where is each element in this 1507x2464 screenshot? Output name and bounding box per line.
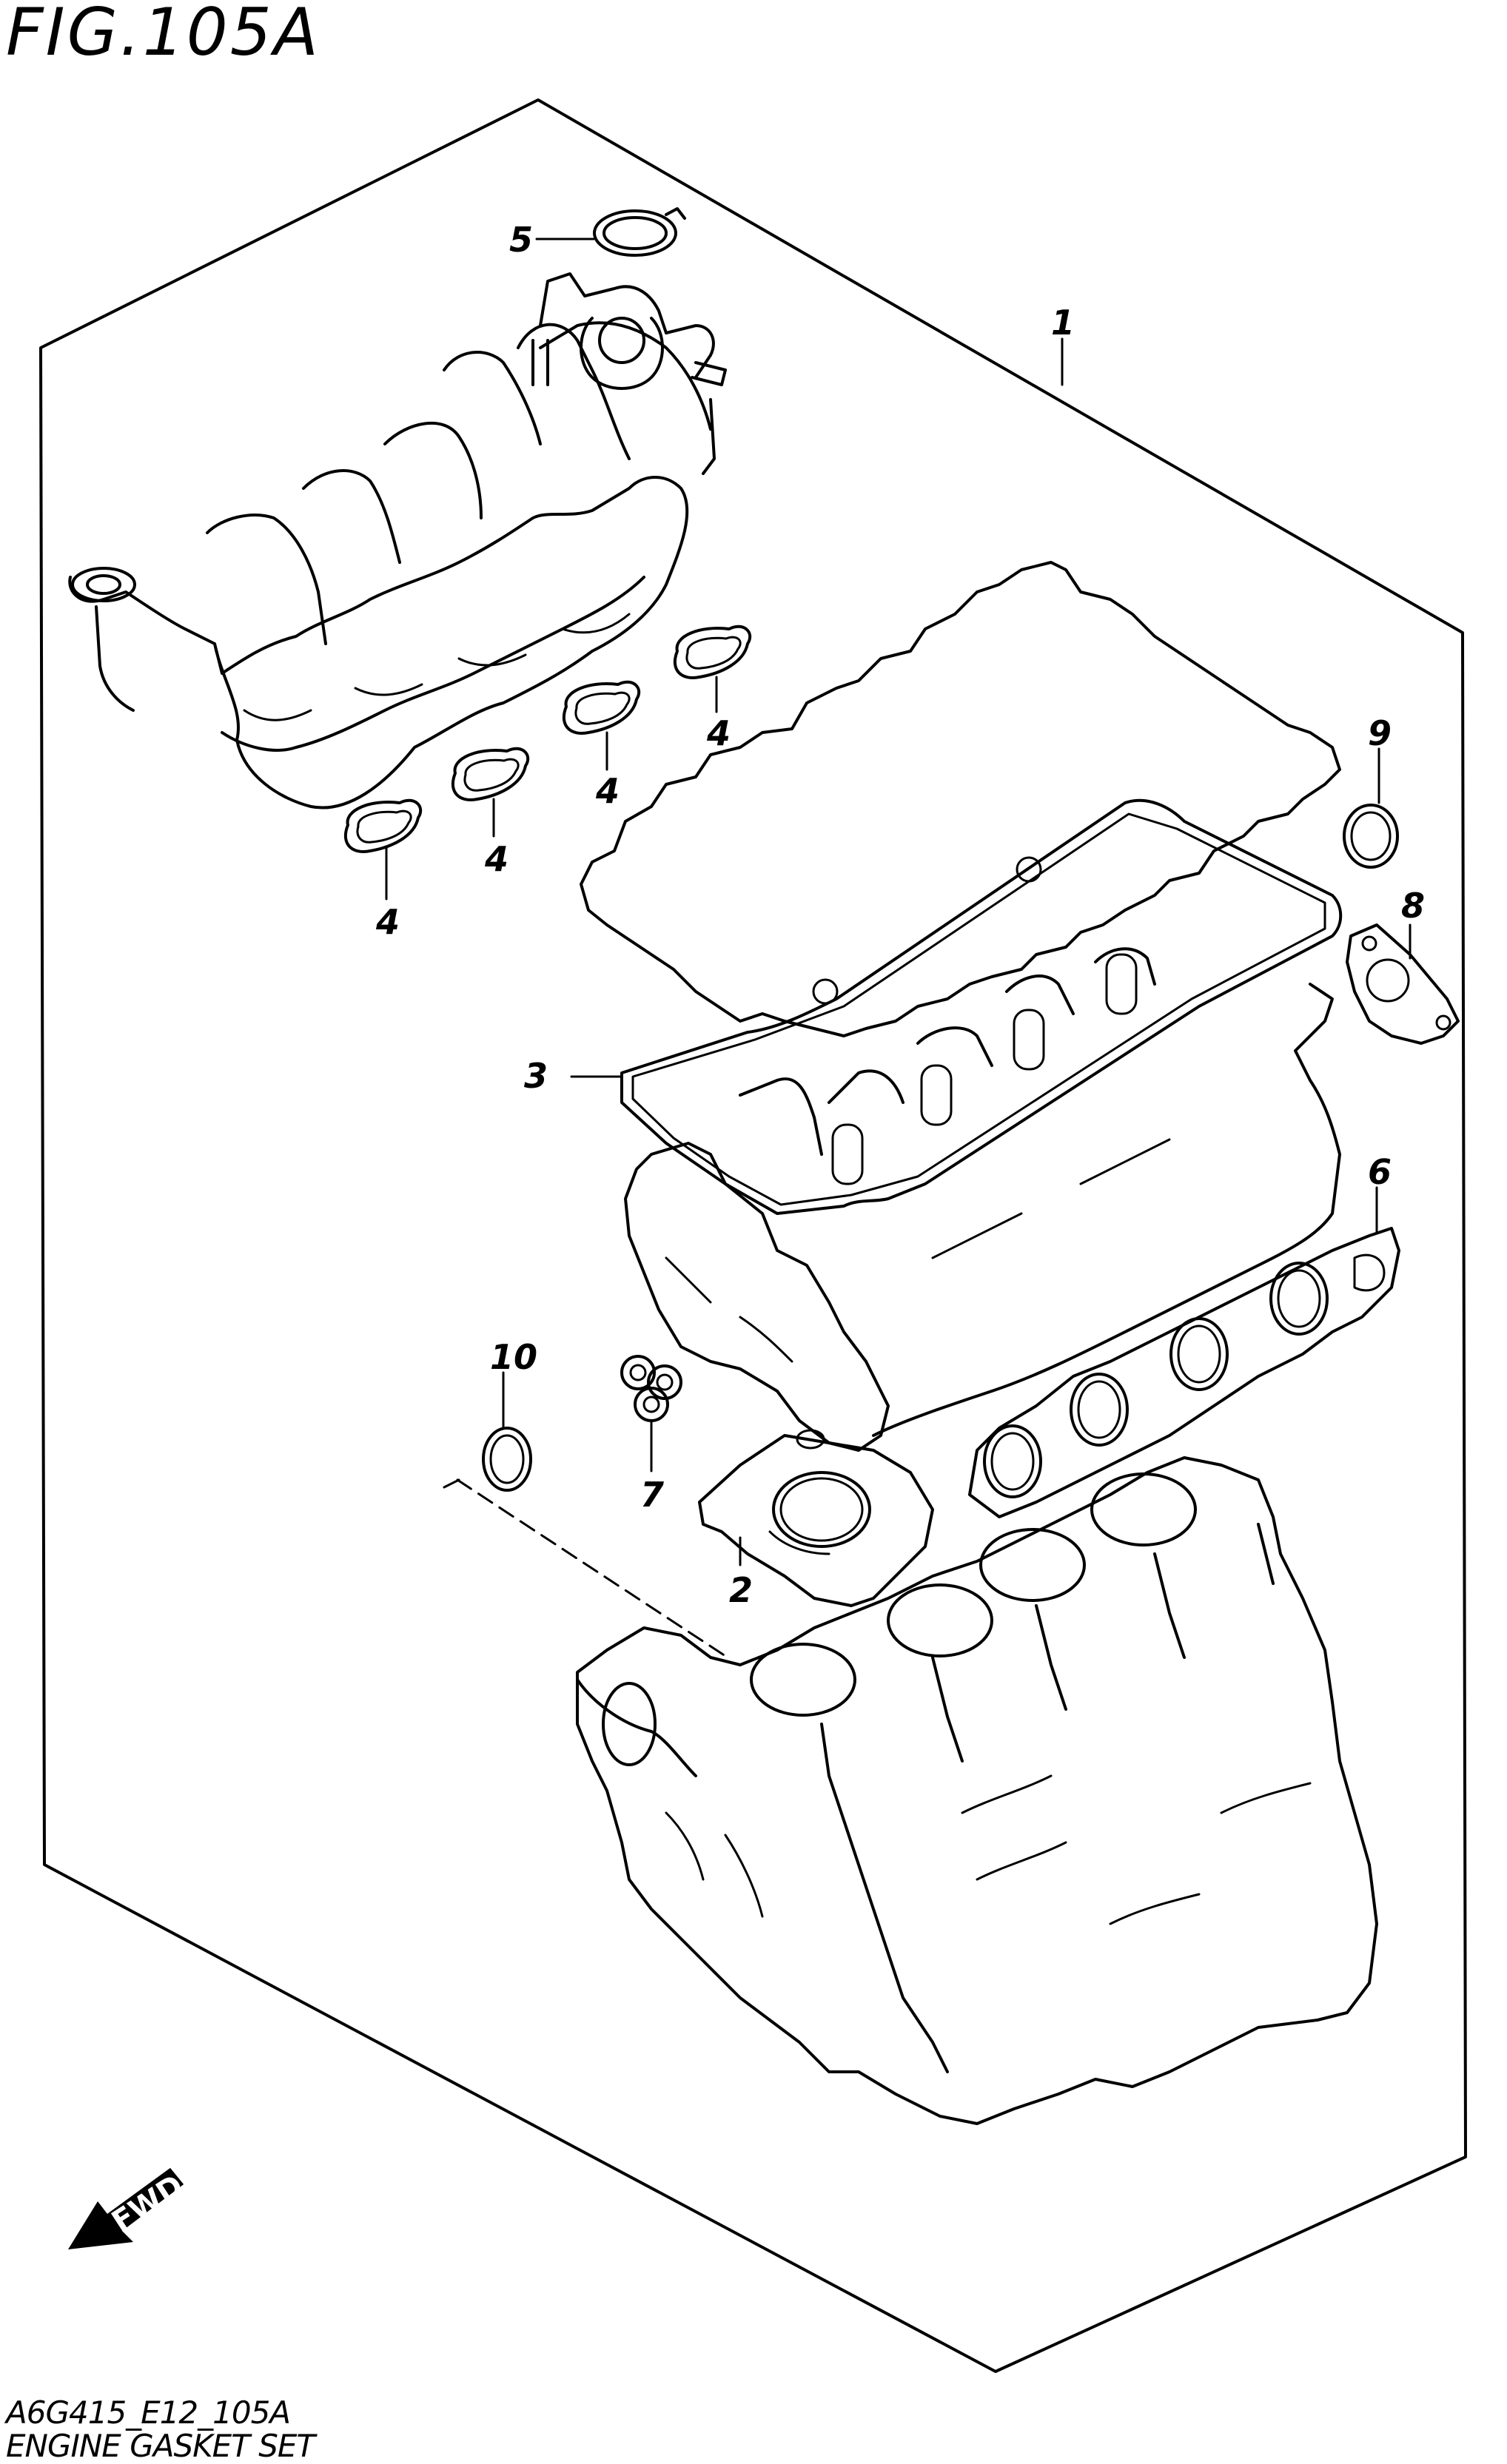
forward-arrow-icon	[68, 2168, 184, 2249]
reference-dashed-line	[456, 1478, 727, 1657]
gasket-set-boundary	[39, 98, 1467, 2373]
intake-port-gaskets	[343, 625, 752, 853]
head-cover-gasket	[620, 798, 1343, 1215]
exhaust-manifold-gasket	[968, 1227, 1400, 1518]
callout-8: 8	[1401, 886, 1425, 926]
callout-9: 9	[1368, 713, 1392, 753]
cylinder-head-drawing	[624, 947, 1341, 1452]
gasket-7	[620, 1355, 682, 1422]
intake-manifold-drawing	[68, 272, 727, 809]
callout-5: 5	[509, 220, 533, 260]
callout-4c: 4	[595, 771, 620, 811]
head-cover-outline	[580, 561, 1341, 1037]
leader-lines	[385, 238, 1412, 1566]
callout-6: 6	[1368, 1152, 1392, 1192]
callout-2: 2	[729, 1570, 753, 1610]
callout-4a: 4	[375, 902, 400, 942]
reference-line-end	[443, 1478, 460, 1489]
cylinder-block-drawing	[576, 1456, 1378, 2125]
cylinder-head-gasket	[698, 1429, 934, 1607]
o-ring-10	[482, 1427, 532, 1492]
throttle-body-gasket	[593, 207, 686, 257]
o-ring-9	[1343, 804, 1399, 869]
water-outlet-gasket	[1346, 923, 1460, 1045]
head-cover-gasket-inner	[631, 812, 1326, 1206]
callout-3: 3	[524, 1056, 548, 1096]
callout-4b: 4	[484, 839, 509, 879]
callout-1: 1	[1051, 303, 1075, 343]
callout-7: 7	[640, 1475, 664, 1515]
fwd-label: FWD	[106, 2169, 189, 2240]
figure-code: A6G415_E12_105A	[6, 2394, 291, 2431]
figure-name: ENGINE GASKET SET	[6, 2428, 315, 2464]
callout-4d: 4	[706, 713, 731, 753]
callout-10: 10	[490, 1337, 537, 1377]
figure-title: FIG.105A	[6, 0, 320, 70]
